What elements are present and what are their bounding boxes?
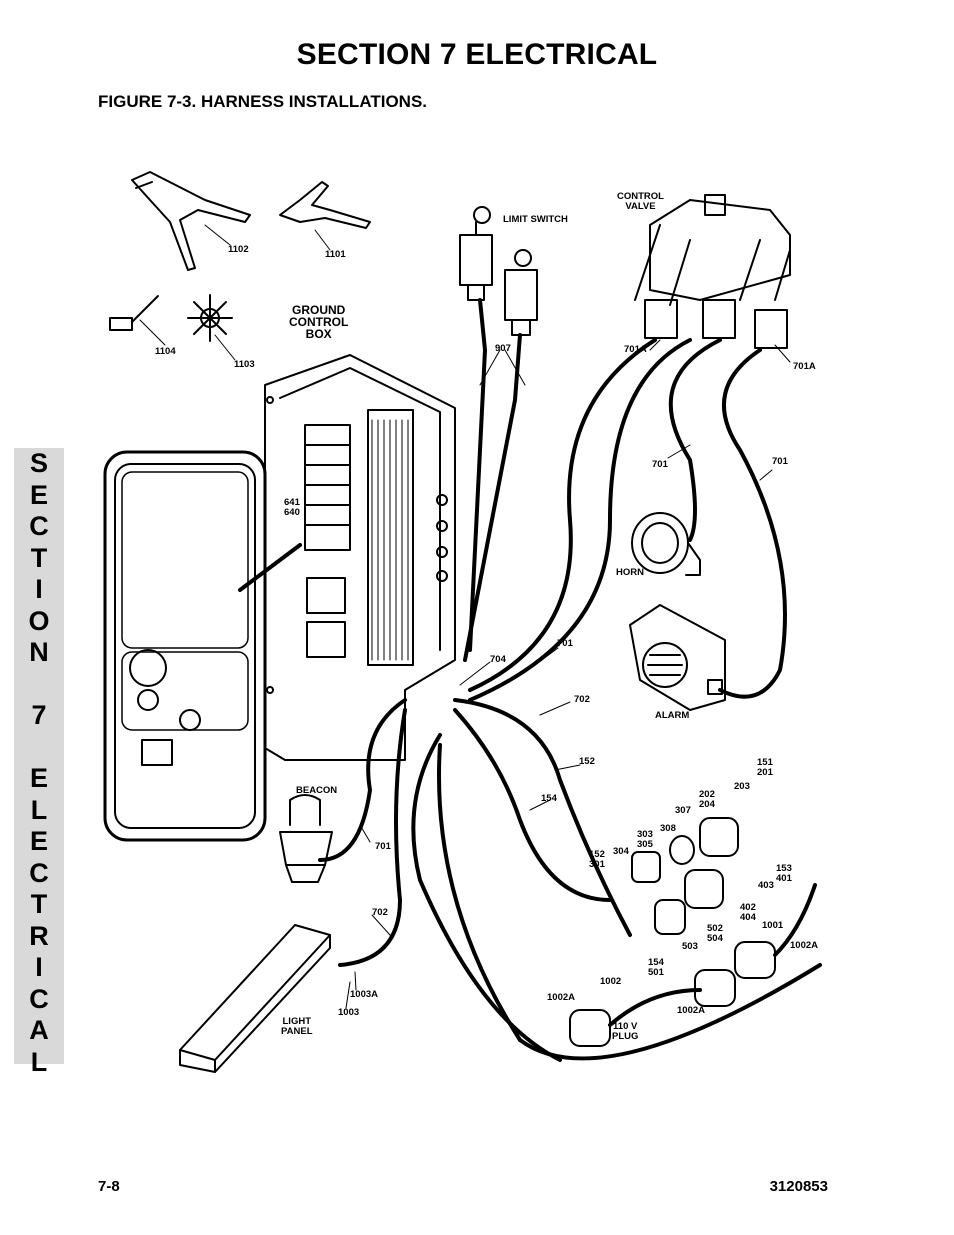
page-number: 7-8: [98, 1178, 120, 1195]
callout-701-beacon: 701: [375, 841, 391, 852]
callout-701-horn: 701: [652, 459, 668, 470]
callout-152-301: 152 301: [589, 849, 605, 870]
section-title: SECTION 7 ELECTRICAL: [296, 38, 658, 71]
callout-1002a-right: 1002A: [790, 940, 818, 951]
side-tab-letter: C: [29, 511, 49, 541]
callout-152: 152: [579, 756, 595, 767]
callout-701a-left: 701A: [624, 344, 647, 355]
alarm: [629, 604, 726, 711]
callout-limit-switch: LIMIT SWITCH: [503, 214, 568, 225]
control-panel-overlay: [103, 450, 267, 842]
callout-308: 308: [660, 823, 676, 834]
callout-horn: HORN: [616, 567, 644, 578]
callout-503: 503: [682, 941, 698, 952]
connector-cluster: [569, 817, 776, 1047]
callout-control-valve: CONTROL VALVE: [617, 191, 664, 212]
callout-704: 704: [490, 654, 506, 665]
callout-1102: 1102: [228, 244, 249, 255]
ground-control-box: [264, 354, 456, 761]
extractor-1103: [187, 294, 233, 342]
callout-402-404: 402 404: [740, 902, 756, 923]
crimp-tool-1102: [131, 171, 251, 271]
callout-1003a: 1003A: [350, 989, 378, 1000]
callout-ground-control-box: GROUND CONTROL BOX: [289, 303, 349, 341]
callout-701-alarm: 701: [772, 456, 788, 467]
callout-1101: 1101: [325, 249, 346, 260]
limit-switch-assembly: [459, 206, 538, 336]
callout-alarm: ALARM: [655, 710, 690, 721]
side-tab-letter: S: [29, 448, 48, 478]
callout-641-640: 641 640: [284, 497, 300, 518]
callout-1002: 1002: [600, 976, 622, 987]
callout-1001: 1001: [762, 920, 784, 931]
side-tab-letter: E: [29, 826, 48, 856]
callout-110v-plug: 110 V PLUG: [612, 1021, 639, 1042]
harness-cables: [238, 298, 822, 1062]
callout-702-light: 702: [372, 907, 388, 918]
callout-beacon: BEACON: [296, 785, 338, 796]
leader-lines: [139, 224, 791, 1009]
callout-1104: 1104: [155, 346, 176, 357]
callout-light-panel: LIGHT PANEL: [281, 1016, 313, 1037]
callout-1002a-mid: 1002A: [677, 1005, 705, 1016]
side-tab-letter: I: [35, 952, 43, 982]
callout-502-504: 502 504: [707, 923, 723, 944]
callout-151-201: 151 201: [757, 757, 773, 778]
callout-153-401: 153 401: [776, 863, 792, 884]
callout-701a-right: 701A: [793, 361, 816, 372]
callout-154: 154: [541, 793, 557, 804]
callout-1103: 1103: [234, 359, 255, 370]
side-tab-letter: L: [30, 1046, 48, 1077]
callout-303-305: 303 305: [637, 829, 653, 850]
side-tab-letter: T: [30, 889, 48, 919]
side-tab-letter: 7: [31, 700, 47, 730]
callout-403: 403: [758, 880, 774, 891]
crimp-tool-1101: [279, 181, 371, 229]
callout-307: 307: [675, 805, 691, 816]
horn: [631, 512, 701, 576]
callout-1002a-left: 1002A: [547, 992, 575, 1003]
callout-154-501: 154 501: [648, 957, 664, 978]
pin-tool-1104: [109, 295, 159, 331]
beacon: [279, 794, 333, 883]
side-tab-letter: O: [28, 605, 50, 636]
callout-702-box: 702: [574, 694, 590, 705]
control-valve-assembly: [634, 194, 791, 349]
callout-1003: 1003: [338, 1007, 360, 1018]
callout-202-204: 202 204: [699, 789, 715, 810]
side-tab-letter: N: [29, 637, 49, 667]
side-tab-letter: C: [29, 857, 49, 888]
figure-title: FIGURE 7-3. HARNESS INSTALLATIONS.: [98, 92, 428, 111]
document-number: 3120853: [769, 1178, 828, 1195]
callout-304: 304: [613, 846, 629, 857]
side-tab-letter: C: [29, 983, 49, 1014]
callout-701-box: 701: [557, 638, 573, 649]
side-tab-letter: I: [35, 574, 43, 604]
light-panel: [179, 924, 331, 1073]
side-tab-letter: E: [29, 763, 48, 793]
side-tab-letter: E: [29, 479, 48, 510]
callout-907: 907: [495, 343, 511, 354]
side-tab-letter: A: [29, 1015, 49, 1045]
side-tab-letter: T: [30, 542, 48, 573]
callout-203: 203: [734, 781, 750, 792]
side-tab-letter: R: [29, 920, 49, 951]
side-tab-letter: L: [30, 794, 48, 825]
